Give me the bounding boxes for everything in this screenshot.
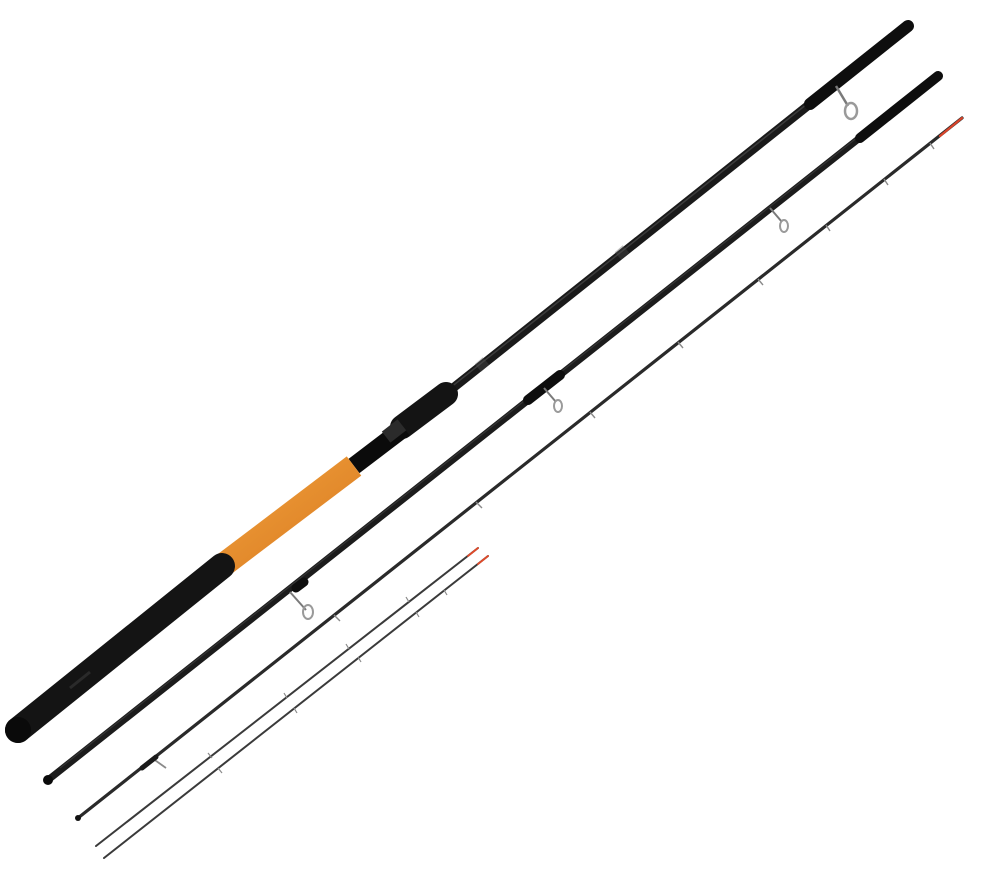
- cork-grip: [214, 456, 362, 576]
- top-blank: [76, 116, 964, 820]
- fore-grip: [390, 382, 458, 439]
- middle-guide-icon: [543, 387, 563, 413]
- quiver-tip-2: [103, 555, 489, 859]
- butt-cap: [5, 717, 31, 743]
- top-guide-icon: [151, 142, 935, 769]
- middle-guide-icon: [769, 207, 789, 233]
- butt-ferrule: [804, 20, 914, 110]
- quiver-tip-1: [95, 547, 479, 847]
- middle-guide-icon: [289, 591, 314, 620]
- middle-section: [43, 71, 943, 785]
- butt-grip: [5, 553, 235, 743]
- middle-blank: [44, 72, 942, 784]
- top-section: [75, 116, 964, 821]
- butt-section: [5, 20, 914, 743]
- butt-guide-icon: [834, 85, 859, 121]
